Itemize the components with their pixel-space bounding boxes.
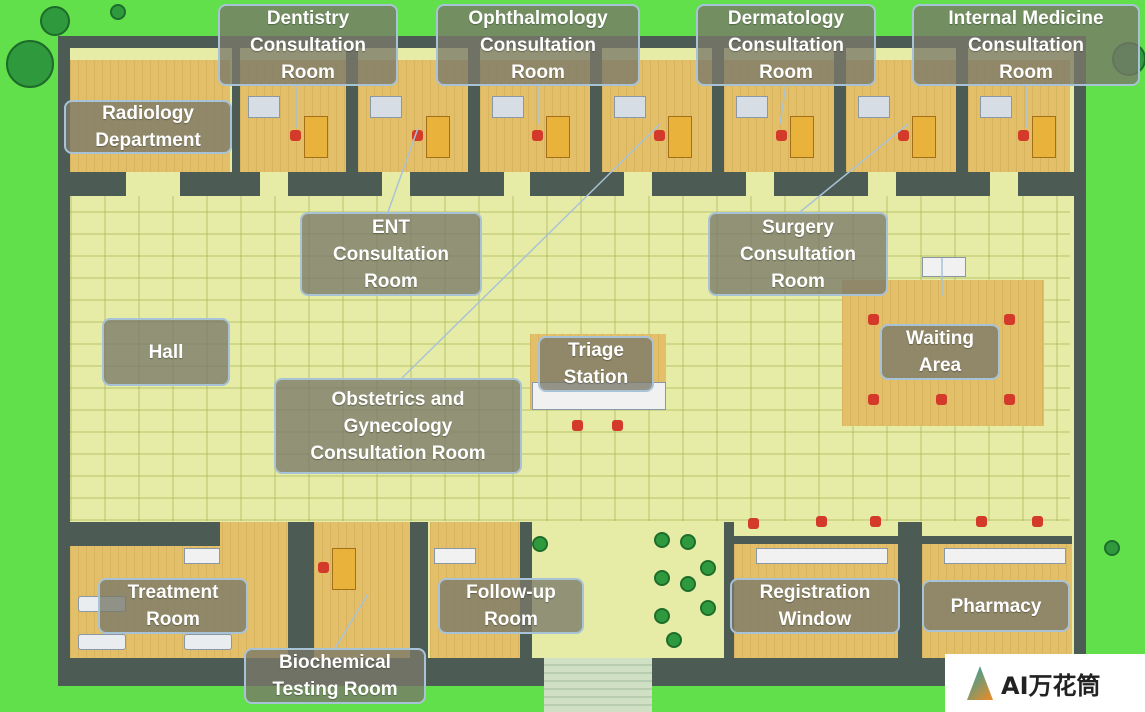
triage-chair xyxy=(612,420,623,431)
cabinet xyxy=(614,96,646,118)
waiting-chair xyxy=(1004,314,1015,325)
potted-plant xyxy=(654,570,670,586)
tree xyxy=(40,6,70,36)
desk xyxy=(304,116,328,158)
cabinet xyxy=(370,96,402,118)
label-ent[interactable]: ENT Consultation Room xyxy=(300,212,482,296)
cabinet xyxy=(492,96,524,118)
label-pharmacy[interactable]: Pharmacy xyxy=(922,580,1070,632)
registration-counter xyxy=(756,548,888,564)
logo-mark-icon xyxy=(967,666,993,700)
desk xyxy=(332,548,356,590)
waiting-chair xyxy=(936,394,947,405)
cactus xyxy=(110,4,126,20)
wall xyxy=(302,522,314,658)
waiting-chair xyxy=(1004,394,1015,405)
bed xyxy=(184,634,232,650)
queue-chair xyxy=(1032,516,1043,527)
wall xyxy=(898,522,922,658)
wall xyxy=(724,522,734,658)
potted-plant xyxy=(654,608,670,624)
wall xyxy=(70,522,220,546)
wall xyxy=(288,522,302,658)
wall xyxy=(896,172,990,196)
chair xyxy=(776,130,787,141)
wall xyxy=(410,172,504,196)
queue-chair xyxy=(816,516,827,527)
queue-chair xyxy=(748,518,759,529)
cabinet xyxy=(736,96,768,118)
wall xyxy=(774,172,868,196)
label-treatment[interactable]: Treatment Room xyxy=(98,578,248,634)
wall xyxy=(922,536,1072,544)
entrance-path xyxy=(544,658,652,712)
label-surgery[interactable]: Surgery Consultation Room xyxy=(708,212,888,296)
desk xyxy=(912,116,936,158)
wall xyxy=(410,522,428,658)
queue-chair xyxy=(976,516,987,527)
wall xyxy=(652,172,746,196)
desk xyxy=(426,116,450,158)
chair xyxy=(1018,130,1029,141)
desk xyxy=(668,116,692,158)
wall xyxy=(530,172,624,196)
cabinet xyxy=(980,96,1012,118)
cabinet xyxy=(858,96,890,118)
pharmacy-counter xyxy=(944,548,1066,564)
queue-chair xyxy=(870,516,881,527)
label-internal-medicine[interactable]: Internal Medicine Consultation Room xyxy=(912,4,1140,86)
wall xyxy=(734,536,898,544)
wall xyxy=(180,172,260,196)
label-ophthalmology[interactable]: Ophthalmology Consultation Room xyxy=(436,4,640,86)
label-triage[interactable]: Triage Station xyxy=(538,336,654,392)
bed xyxy=(78,634,126,650)
label-hall[interactable]: Hall xyxy=(102,318,230,386)
chair xyxy=(654,130,665,141)
logo-text: AI万花筒 xyxy=(1001,671,1101,700)
potted-plant xyxy=(680,534,696,550)
chair xyxy=(898,130,909,141)
potted-plant xyxy=(532,536,548,552)
cabinet xyxy=(248,96,280,118)
cactus xyxy=(1104,540,1120,556)
potted-plant xyxy=(666,632,682,648)
wall xyxy=(288,172,382,196)
desk xyxy=(790,116,814,158)
label-biochem[interactable]: Biochemical Testing Room xyxy=(244,648,426,704)
desk xyxy=(184,548,220,564)
label-radiology[interactable]: Radiology Department xyxy=(64,100,232,154)
triage-chair xyxy=(572,420,583,431)
waiting-chair xyxy=(868,314,879,325)
tree xyxy=(6,40,54,88)
wall xyxy=(1018,172,1074,196)
label-waiting[interactable]: Waiting Area xyxy=(880,324,1000,380)
label-dentistry[interactable]: Dentistry Consultation Room xyxy=(218,4,398,86)
wall xyxy=(232,48,240,196)
chair xyxy=(318,562,329,573)
desk xyxy=(546,116,570,158)
potted-plant xyxy=(680,576,696,592)
label-registration[interactable]: Registration Window xyxy=(730,578,900,634)
waiting-sign xyxy=(922,257,966,277)
desk xyxy=(434,548,476,564)
potted-plant xyxy=(700,600,716,616)
watermark-logo: AI万花筒 xyxy=(945,654,1145,712)
potted-plant xyxy=(700,560,716,576)
waiting-chair xyxy=(868,394,879,405)
room-floor-biochem xyxy=(314,522,410,658)
chair xyxy=(532,130,543,141)
label-followup[interactable]: Follow-up Room xyxy=(438,578,584,634)
potted-plant xyxy=(654,532,670,548)
label-dermatology[interactable]: Dermatology Consultation Room xyxy=(696,4,876,86)
wall xyxy=(70,172,126,196)
chair xyxy=(290,130,301,141)
chair xyxy=(412,130,423,141)
label-obgyn[interactable]: Obstetrics and Gynecology Consultation R… xyxy=(274,378,522,474)
desk xyxy=(1032,116,1056,158)
